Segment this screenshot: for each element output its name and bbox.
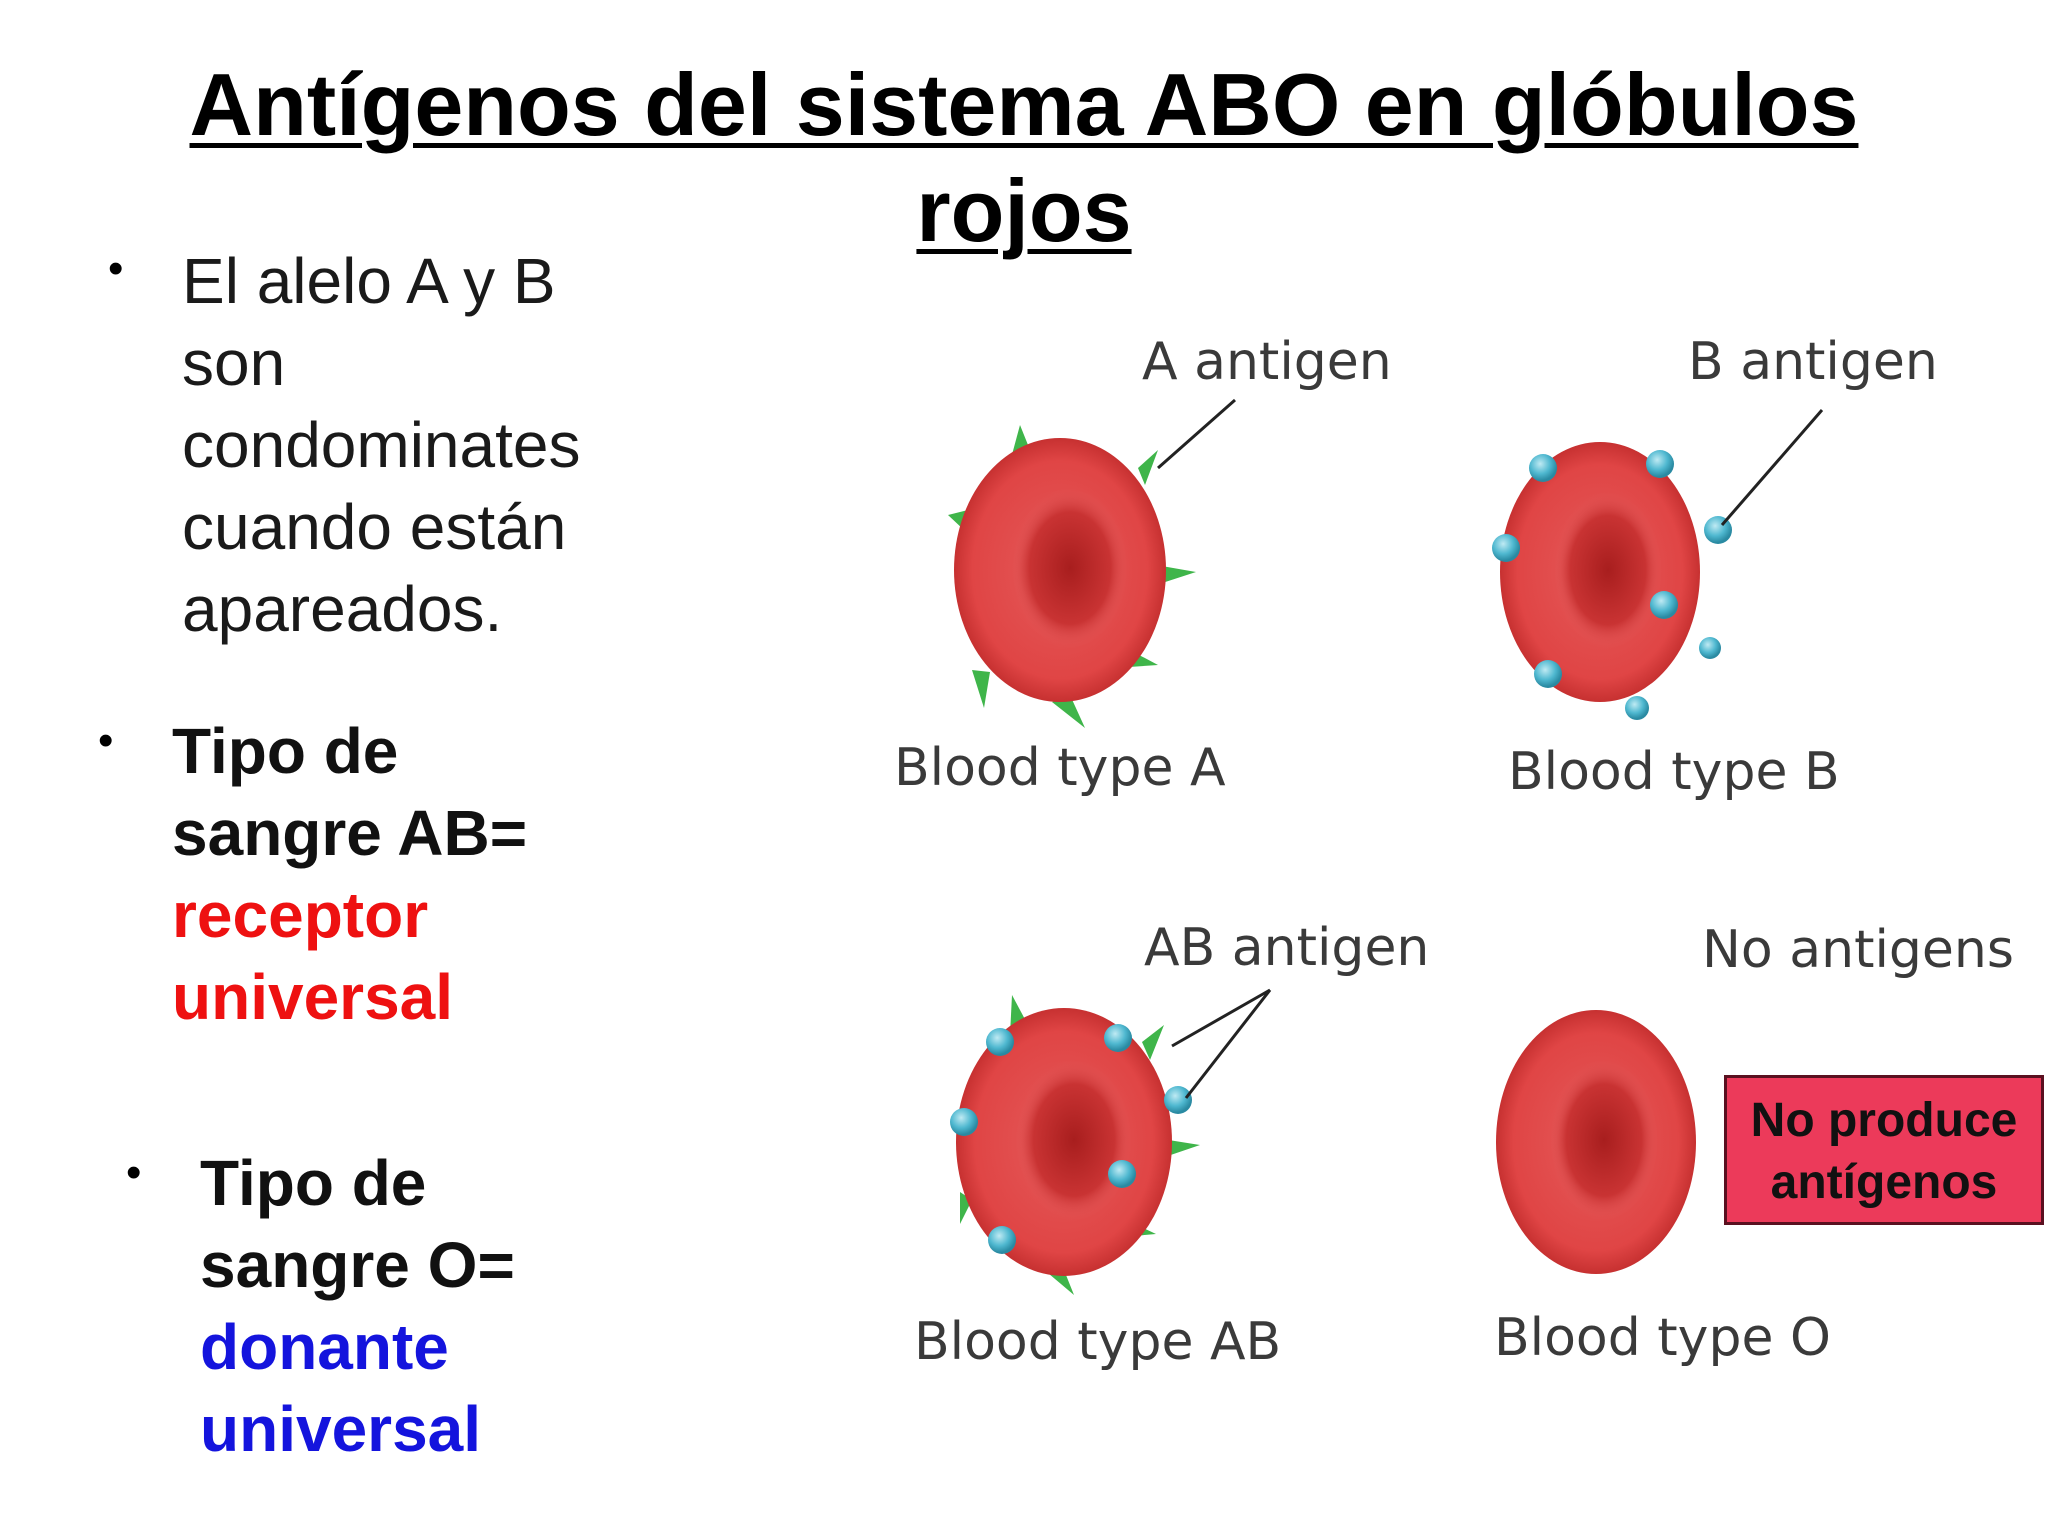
ab-highlight-2: universal — [172, 961, 454, 1033]
antigen-a-spike — [1138, 450, 1158, 485]
blood-cell-b — [1492, 409, 1824, 720]
antigen-b-dot — [1492, 534, 1520, 562]
antigen-b-dot — [1699, 637, 1721, 659]
label-blood-type-a: Blood type A — [894, 738, 1226, 798]
bullet-dot: • — [126, 1148, 142, 1197]
blood-type-diagram — [948, 398, 1824, 1295]
label-ab-antigen: AB antigen — [1144, 918, 1430, 978]
bullet-type-o: • Tipo de sangre O= donante universal — [126, 1142, 686, 1470]
antigen-b-dot — [1646, 450, 1674, 478]
antigen-a-spike — [1052, 695, 1085, 728]
antigen-b-dot — [1164, 1086, 1192, 1114]
antigen-b-dot — [950, 1108, 978, 1136]
antigen-b-dot — [1534, 660, 1562, 688]
bullet-type-ab: • Tipo de sangre AB= receptor universal — [98, 710, 658, 1038]
antigen-b-dot — [1625, 696, 1649, 720]
alleles-line-2: son — [182, 327, 286, 399]
label-a-antigen: A antigen — [1142, 332, 1392, 392]
label-blood-type-b: Blood type B — [1508, 742, 1840, 802]
ab-highlight-1: receptor — [172, 879, 429, 951]
title-line-2: rojos — [916, 161, 1132, 260]
antigen-b-dot — [988, 1226, 1016, 1254]
antigen-a-spike — [972, 670, 990, 708]
o-highlight-1: donante — [200, 1311, 449, 1383]
antigen-b-dot — [1529, 454, 1557, 482]
alleles-line-4: cuando están — [182, 491, 567, 563]
no-antigens-note: No produce antígenos — [1724, 1075, 2044, 1225]
alleles-line-1: El alelo A y B — [182, 245, 556, 317]
blood-cell-a — [948, 398, 1236, 728]
antigen-b-dot — [986, 1028, 1014, 1056]
alleles-line-5: apareados. — [182, 573, 503, 645]
note-line-2: antígenos — [1770, 1156, 1998, 1209]
ab-line-1: Tipo de — [172, 715, 399, 787]
label-blood-type-o: Blood type O — [1494, 1308, 1831, 1368]
title-line-1: Antígenos del sistema ABO en glóbulos — [189, 55, 1859, 154]
slide-title: Antígenos del sistema ABO en glóbulos ro… — [0, 52, 2048, 264]
label-blood-type-ab: Blood type AB — [914, 1312, 1282, 1372]
blood-cell-o — [1496, 1010, 1696, 1274]
note-line-1: No produce — [1750, 1094, 2018, 1147]
o-line-1: Tipo de — [200, 1147, 427, 1219]
ab-line-2: sangre AB= — [172, 797, 528, 869]
alleles-line-3: condominates — [182, 409, 581, 481]
bullet-dot: • — [108, 244, 124, 293]
antigen-a-spike — [1142, 1025, 1164, 1060]
bullet-dot: • — [98, 716, 114, 765]
o-highlight-2: universal — [200, 1393, 482, 1465]
label-no-antigens: No antigens — [1702, 920, 2014, 980]
antigen-b-dot — [1104, 1024, 1132, 1052]
bullet-alleles: • El alelo A y B son condominates cuando… — [108, 240, 668, 650]
antigen-b-dot — [1108, 1160, 1136, 1188]
antigen-b-dot — [1650, 591, 1678, 619]
o-line-2: sangre O= — [200, 1229, 515, 1301]
label-b-antigen: B antigen — [1688, 332, 1938, 392]
blood-cell-ab — [950, 988, 1272, 1295]
